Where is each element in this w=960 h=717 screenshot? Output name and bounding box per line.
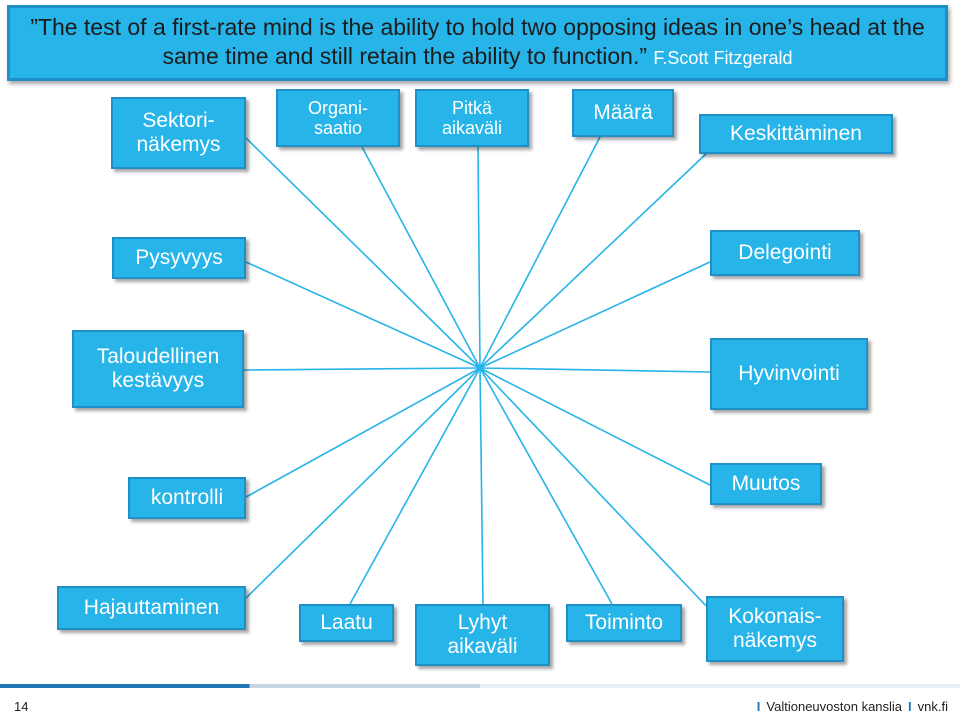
spoke-kontrolli — [245, 367, 481, 498]
spoke-hajauttaminen — [245, 367, 481, 599]
footer-separator-2: I — [908, 699, 912, 714]
node-kokonaisnakemys: Kokonais- näkemys — [706, 596, 844, 662]
spoke-pitka-aikavali — [477, 146, 481, 369]
node-lyhyt-aikavali: Lyhyt aikaväli — [415, 604, 550, 666]
spoke-organisaatio — [361, 146, 481, 369]
spoke-taloudellinen — [243, 367, 481, 371]
node-sektorinakemys: Sektori- näkemys — [111, 97, 246, 169]
node-keskittaminen: Keskittäminen — [699, 114, 893, 154]
node-organisaatio: Organi- saatio — [276, 89, 400, 147]
spoke-laatu — [349, 367, 481, 605]
spoke-keskittaminen — [479, 151, 709, 369]
node-laatu: Laatu — [299, 604, 394, 642]
spoke-lyhyt-aikavali — [479, 367, 484, 605]
node-hajauttaminen: Hajauttaminen — [57, 586, 246, 630]
footer-separator: I — [756, 699, 761, 714]
node-pitka-aikavali: Pitkä aikaväli — [415, 89, 529, 147]
page-number: 14 — [14, 699, 29, 714]
node-toiminto: Toiminto — [566, 604, 682, 642]
node-delegointi: Delegointi — [710, 230, 860, 276]
footer-site: vnk.fi — [917, 699, 948, 714]
node-maara: Määrä — [572, 89, 674, 137]
spoke-hyvinvointi — [479, 367, 711, 373]
footer-divider — [0, 684, 960, 688]
node-kontrolli: kontrolli — [128, 477, 246, 519]
quote-text: ”The test of a first-rate mind is the ab… — [30, 14, 925, 69]
node-muutos: Muutos — [710, 463, 822, 505]
node-pysyvyys: Pysyvyys — [112, 237, 246, 279]
footer-org-name: Valtioneuvoston kanslia — [766, 699, 903, 714]
spoke-muutos — [479, 367, 711, 486]
spoke-sektorinakemys — [245, 137, 481, 369]
node-hyvinvointi: Hyvinvointi — [710, 338, 868, 410]
spoke-toiminto — [479, 367, 613, 605]
spoke-delegointi — [479, 261, 711, 369]
quote-author: F.Scott Fitzgerald — [653, 48, 793, 68]
quote-box: ”The test of a first-rate mind is the ab… — [7, 5, 948, 81]
spoke-pysyvyys — [245, 261, 481, 369]
spoke-maara — [479, 136, 601, 369]
spoke-kokonaisnakemys — [479, 367, 711, 611]
node-taloudellinen: Taloudellinen kestävyys — [72, 330, 244, 408]
